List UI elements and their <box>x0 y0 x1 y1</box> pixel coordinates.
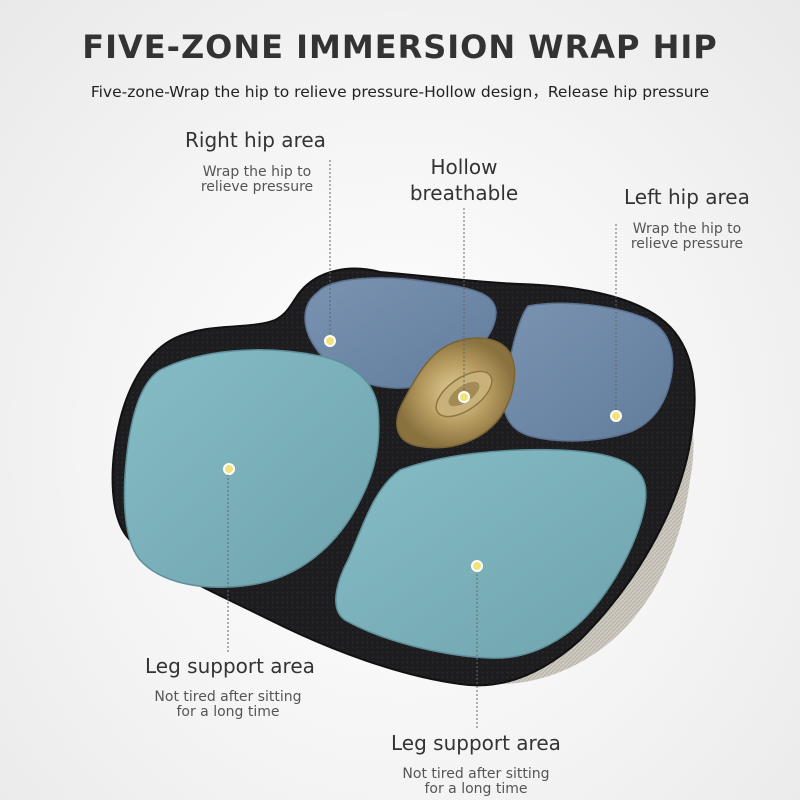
left-hip-desc-line2: relieve pressure <box>630 236 744 252</box>
leg-right-label: Leg support area <box>391 731 561 755</box>
cushion-side-panel <box>500 320 694 684</box>
leg-left-desc-line2: for a long time <box>176 704 280 720</box>
right-hip-label: Right hip area <box>185 128 326 152</box>
hollow-label-line1: Hollow <box>430 155 498 179</box>
right-hip-desc-line2: relieve pressure <box>200 179 314 195</box>
leg-right-desc-line1: Not tired after sitting <box>402 766 550 782</box>
marker-leg-right <box>471 560 483 572</box>
page-subtitle: Five-zone-Wrap the hip to relieve pressu… <box>90 83 710 101</box>
leg-support-zone-left <box>123 349 380 588</box>
leg-left-label: Leg support area <box>145 654 315 678</box>
leg-support-zone-right <box>335 448 647 659</box>
left-hip-label: Left hip area <box>624 185 750 209</box>
left-hip-desc-line1: Wrap the hip to <box>632 221 742 237</box>
leg-left-desc-line1: Not tired after sitting <box>154 689 302 705</box>
zone-markers <box>223 335 622 572</box>
marker-leg-left <box>223 463 235 475</box>
leg-right-desc-line2: for a long time <box>424 781 528 797</box>
marker-left-hip <box>610 410 622 422</box>
left-hip-zone <box>502 302 674 442</box>
page-title: FIVE-ZONE IMMERSION WRAP HIP <box>82 28 718 66</box>
marker-hollow <box>458 391 470 403</box>
marker-right-hip <box>324 335 336 347</box>
hollow-label-line2: breathable <box>409 181 519 205</box>
right-hip-desc-line1: Wrap the hip to <box>202 164 312 180</box>
